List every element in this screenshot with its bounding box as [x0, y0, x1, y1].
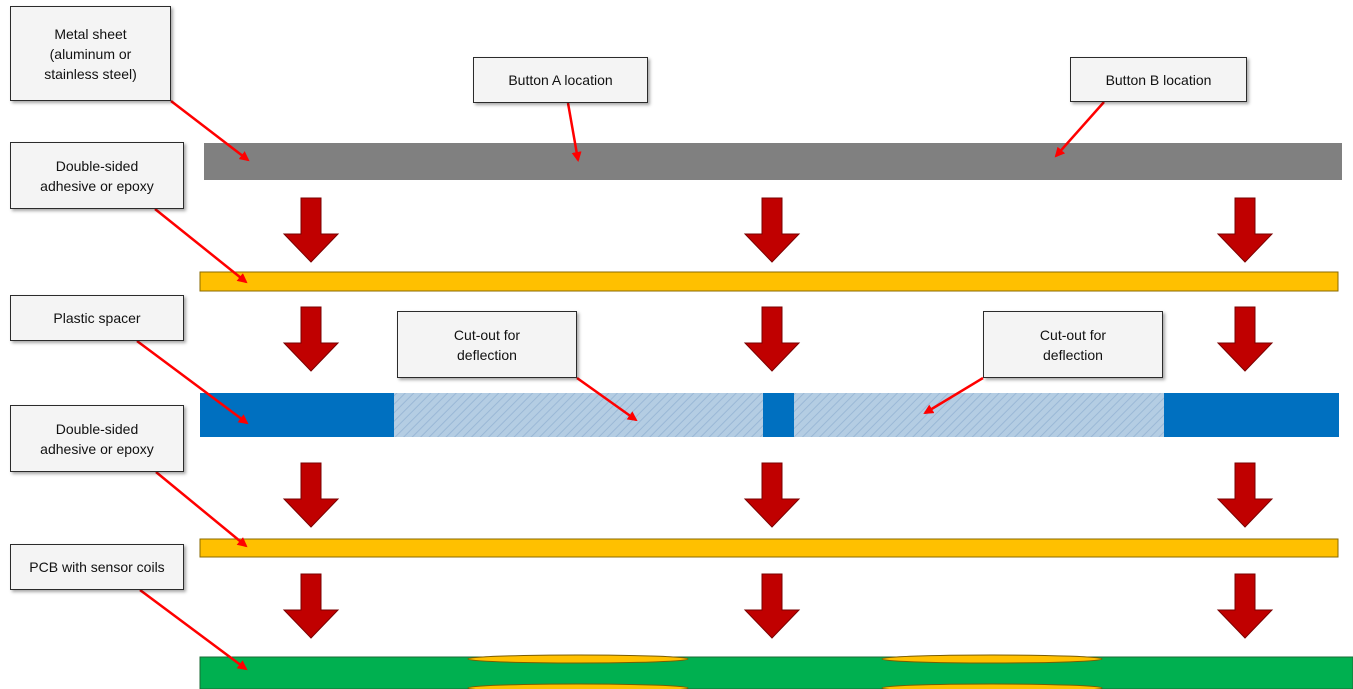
down-arrow-3-3 — [1216, 462, 1274, 528]
down-arrow-4-1 — [282, 573, 340, 639]
label-pcb: PCB with sensor coils — [10, 544, 184, 590]
pointer-arrow-button-a — [566, 102, 582, 162]
pointer-arrow-cutout-b — [923, 376, 984, 415]
pointer-arrow-spacer — [136, 339, 249, 425]
adhesive-top-layer — [199, 271, 1339, 292]
down-arrow-4-2 — [743, 573, 801, 639]
label-button-b: Button B location — [1070, 57, 1247, 102]
label-button-a: Button A location — [473, 57, 648, 103]
spacer-solid-right — [1164, 393, 1339, 437]
cutout-b-region — [794, 393, 1164, 437]
label-adhesive-bottom: Double-sided adhesive or epoxy — [10, 405, 184, 472]
label-cutout-a: Cut-out for deflection — [397, 311, 577, 378]
label-plastic-spacer: Plastic spacer — [10, 295, 184, 341]
metal-sheet-layer — [204, 143, 1342, 180]
down-arrow-2-1 — [282, 306, 340, 372]
pointer-arrow-button-b — [1054, 101, 1105, 158]
label-adhesive-top: Double-sided adhesive or epoxy — [10, 142, 184, 209]
down-arrow-group — [282, 197, 1274, 639]
down-arrow-3-2 — [743, 462, 801, 528]
label-metal-sheet: Metal sheet (aluminum or stainless steel… — [10, 6, 171, 101]
pcb-layer — [199, 654, 1353, 689]
spacer-solid-left — [200, 393, 394, 437]
plastic-spacer-layer — [200, 393, 1339, 437]
adhesive-bottom-layer — [199, 538, 1339, 558]
down-arrow-2-3 — [1216, 306, 1274, 372]
down-arrow-1-3 — [1216, 197, 1274, 263]
down-arrow-1-1 — [282, 197, 340, 263]
label-cutout-b: Cut-out for deflection — [983, 311, 1163, 378]
coil-a-top — [467, 654, 689, 664]
down-arrow-4-3 — [1216, 573, 1274, 639]
pointer-arrow-cutout-a — [576, 376, 638, 422]
pointer-arrow-adhesive-bottom — [155, 471, 248, 548]
pointer-arrow-group — [136, 100, 1105, 671]
pointer-arrow-metal — [170, 100, 250, 162]
cutout-a-region — [394, 393, 763, 437]
coil-a-bottom — [467, 683, 689, 689]
down-arrow-1-2 — [743, 197, 801, 263]
coil-b-top — [881, 654, 1103, 664]
pcb-board — [199, 656, 1353, 689]
spacer-solid-middle — [763, 393, 794, 437]
down-arrow-2-2 — [743, 306, 801, 372]
pointer-arrow-adhesive-top — [154, 208, 248, 284]
coil-b-bottom — [881, 683, 1103, 689]
pointer-arrow-pcb — [139, 588, 248, 671]
down-arrow-3-1 — [282, 462, 340, 528]
